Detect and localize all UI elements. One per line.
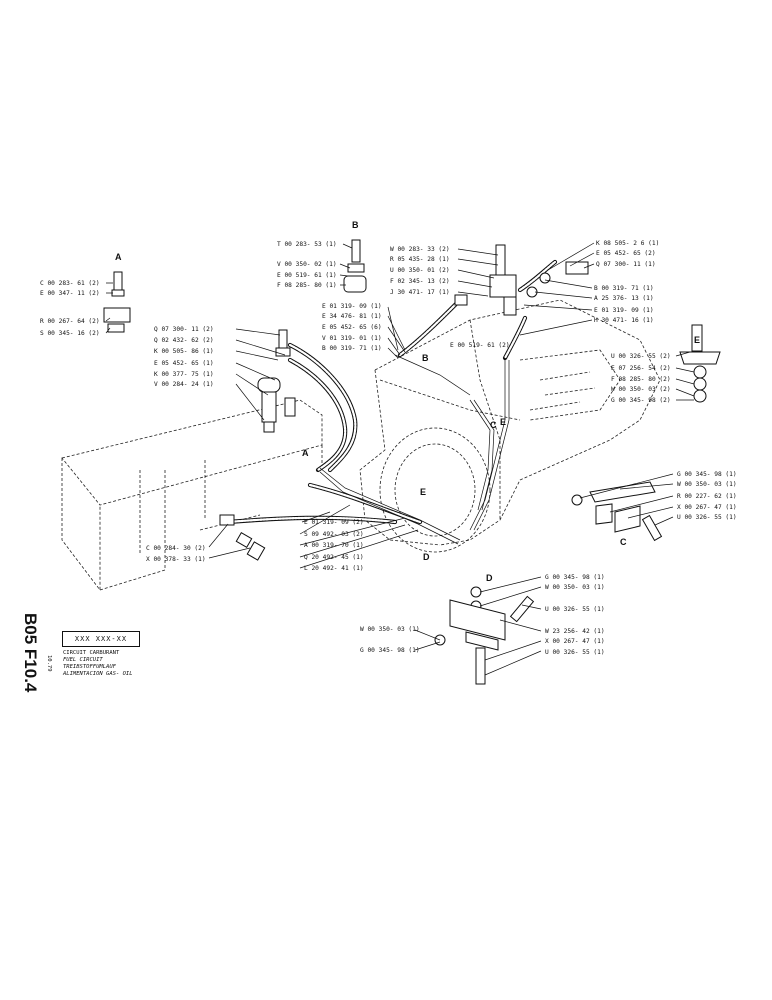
detail-letter-b: B xyxy=(352,220,359,230)
label-d3: U 00 326- 55 (1) xyxy=(545,606,605,613)
title-en: FUEL CIRCUIT xyxy=(63,657,103,663)
detail-d-bracket xyxy=(434,586,535,685)
label-r5: A 25 376- 13 (1) xyxy=(594,295,654,302)
label-b1: T 00 283- 53 (1) xyxy=(277,241,337,248)
detail-letter-a: A xyxy=(115,252,122,262)
label-d4: W 00 350- 03 (1) xyxy=(360,626,420,633)
label-b2: V 00 350- 02 (1) xyxy=(277,261,337,268)
marker-b: B xyxy=(422,353,429,363)
label-d7: G 00 345- 98 (1) xyxy=(360,647,420,654)
label-f5: K 00 377- 75 (1) xyxy=(154,371,214,378)
label-b3: E 00 519- 61 (1) xyxy=(277,272,337,279)
fuel-filter xyxy=(257,329,296,433)
label-f1: Q 07 300- 11 (2) xyxy=(154,326,214,333)
label-f6: V 00 284- 24 (1) xyxy=(154,381,214,388)
detail-letters: A B C D E A B C D E E xyxy=(115,220,700,583)
label-e3: F 08 285- 80 (2) xyxy=(611,376,671,383)
label-t4: F 02 345- 13 (2) xyxy=(390,278,450,285)
label-c4: X 00 267- 47 (1) xyxy=(677,504,737,511)
label-c3: R 00 227- 62 (1) xyxy=(677,493,737,500)
title-de: TREIBSTOFFUMLAUF xyxy=(63,664,116,670)
label-r6: E 01 319- 09 (1) xyxy=(594,307,654,314)
bottom-left-connector xyxy=(219,514,266,561)
label-r2: E 05 452- 65 (2) xyxy=(596,250,656,257)
label-r3: Q 07 300- 11 (1) xyxy=(596,261,656,268)
label-l1: C 00 284- 30 (2) xyxy=(146,545,206,552)
label-m1: E 01 319- 09 (1) xyxy=(322,303,382,310)
label-r1: K 08 505- 2 6 (1) xyxy=(596,240,659,247)
label-c2: W 00 350- 03 (1) xyxy=(677,481,737,488)
detail-c-strap xyxy=(571,481,663,542)
label-d5: W 23 256- 42 (1) xyxy=(545,628,605,635)
label-a2: E 00 347- 11 (2) xyxy=(40,290,100,297)
detail-letter-d: D xyxy=(486,573,493,583)
title-fr: CIRCUIT CARBURANT xyxy=(63,650,120,656)
label-m3: E 05 452- 65 (6) xyxy=(322,324,382,331)
label-d1: G 00 345- 98 (1) xyxy=(545,574,605,581)
label-d2: W 00 350- 03 (1) xyxy=(545,584,605,591)
label-e5: G 00 345- 98 (2) xyxy=(611,397,671,404)
detail-e-bracket xyxy=(679,324,721,403)
label-m5: B 00 319- 71 (1) xyxy=(322,345,382,352)
label-t3: U 00 350- 01 (2) xyxy=(390,267,450,274)
title-es: ALIMENTACION GAS- OIL xyxy=(63,671,133,677)
label-b-3: A 00 319- 70 (1) xyxy=(304,542,364,549)
label-r7: H 30 471- 16 (1) xyxy=(594,317,654,324)
label-t5: J 30 471- 17 (1) xyxy=(390,289,450,296)
label-m4: V 01 319- 01 (1) xyxy=(322,335,382,342)
title-block: CIRCUIT CARBURANT FUEL CIRCUIT TREIBSTOF… xyxy=(63,650,133,678)
fuel-pipes xyxy=(319,354,510,545)
label-b4: F 08 285- 80 (1) xyxy=(277,282,337,289)
leader-lines xyxy=(105,242,695,676)
label-t1: W 00 283- 33 (2) xyxy=(390,246,450,253)
label-b-4: Q 20 492- 45 (1) xyxy=(304,554,364,561)
label-d6: X 00 267- 47 (1) xyxy=(545,638,605,645)
label-c1: G 00 345- 98 (1) xyxy=(677,471,737,478)
detail-b-banjo xyxy=(343,239,367,293)
label-l2: X 00 378- 33 (1) xyxy=(146,556,206,563)
label-m6: E 00 519- 61 (2) xyxy=(450,342,510,349)
label-a1: C 00 283- 61 (2) xyxy=(40,280,100,287)
label-e1: U 00 326- 55 (2) xyxy=(611,353,671,360)
label-f3: K 00 505- 86 (1) xyxy=(154,348,214,355)
detail-a-clamp xyxy=(103,271,131,333)
label-e4: W 00 350- 03 (2) xyxy=(611,386,671,393)
label-t2: R 05 435- 28 (1) xyxy=(390,256,450,263)
detail-letter-e: E xyxy=(694,335,700,345)
label-m2: E 34 476- 81 (1) xyxy=(322,313,382,320)
marker-e-lower: E xyxy=(420,487,426,497)
marker-d: D xyxy=(423,552,430,562)
marker-c: C xyxy=(490,420,497,430)
revision-date: 10.79 xyxy=(46,655,52,672)
label-a4: S 00 345- 16 (2) xyxy=(40,330,100,337)
top-union-assembly xyxy=(454,244,589,316)
label-d8: U 00 326- 55 (1) xyxy=(545,649,605,656)
label-b-1: E 01 319- 09 (2) xyxy=(304,519,364,526)
part-number-box: XXX XXX-XX xyxy=(62,631,140,647)
page-reference: B05 F10.4 xyxy=(21,613,40,693)
label-b-5: L 20 492- 41 (1) xyxy=(304,565,364,572)
label-c5: U 00 326- 55 (1) xyxy=(677,514,737,521)
marker-e: E xyxy=(500,417,506,427)
label-f2: Q 02 432- 62 (2) xyxy=(154,337,214,344)
label-a3: R 00 267- 64 (2) xyxy=(40,318,100,325)
label-b-2: S 09 492- 03 (2) xyxy=(304,531,364,538)
engine-outline xyxy=(359,299,661,553)
label-r4: B 00 319- 71 (1) xyxy=(594,285,654,292)
marker-a: A xyxy=(302,448,309,458)
label-e2: E 07 256- 54 (2) xyxy=(611,365,671,372)
detail-letter-c: C xyxy=(620,537,627,547)
label-f4: E 05 452- 65 (1) xyxy=(154,360,214,367)
part-labels: C 00 283- 61 (2) E 00 347- 11 (2) R 00 2… xyxy=(40,240,737,656)
